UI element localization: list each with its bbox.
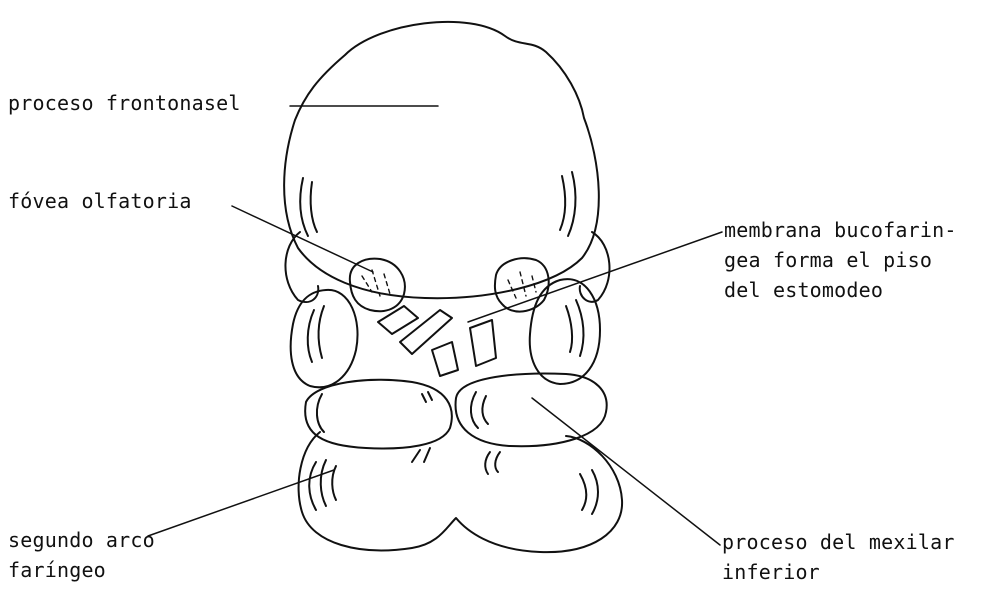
- label-fovea-olfatoria: fóvea olfatoria: [8, 186, 192, 216]
- left-lateral-bulge: [285, 232, 318, 302]
- olfactory-pit-left: [350, 259, 405, 312]
- leader-fovea: [232, 206, 373, 272]
- label-proceso-frontonasal: proceso frontonasel: [8, 88, 241, 118]
- frontonasal-hatch-2: [311, 182, 317, 232]
- mandibular-process-right: [456, 374, 607, 447]
- maxillary-process-right: [530, 279, 600, 384]
- membrane-slit-2: [400, 310, 452, 354]
- label-proceso-mexilar-inferior: proceso del mexilar inferior: [722, 527, 955, 587]
- membrane-slit-3: [432, 342, 458, 376]
- frontonasal-process: [284, 22, 599, 298]
- mandibular-process-left: [305, 380, 452, 449]
- leader-segundo-arco: [148, 470, 334, 536]
- right-lateral-bulge: [580, 232, 610, 302]
- label-segundo-arco-faringeo: segundo arco faríngeo: [8, 525, 155, 585]
- second-pharyngeal-arch: [299, 432, 623, 552]
- label-membrana-bucofaringea: membrana bucofarin- gea forma el piso de…: [724, 215, 957, 305]
- frontonasal-hatch-1: [300, 178, 308, 236]
- frontonasal-hatch-4: [560, 176, 565, 230]
- maxillary-process-left: [291, 290, 358, 387]
- membrane-slit-4: [470, 320, 496, 366]
- leader-mexilar: [532, 398, 720, 545]
- frontonasal-hatch-3: [568, 172, 575, 236]
- leader-membrana: [468, 232, 722, 322]
